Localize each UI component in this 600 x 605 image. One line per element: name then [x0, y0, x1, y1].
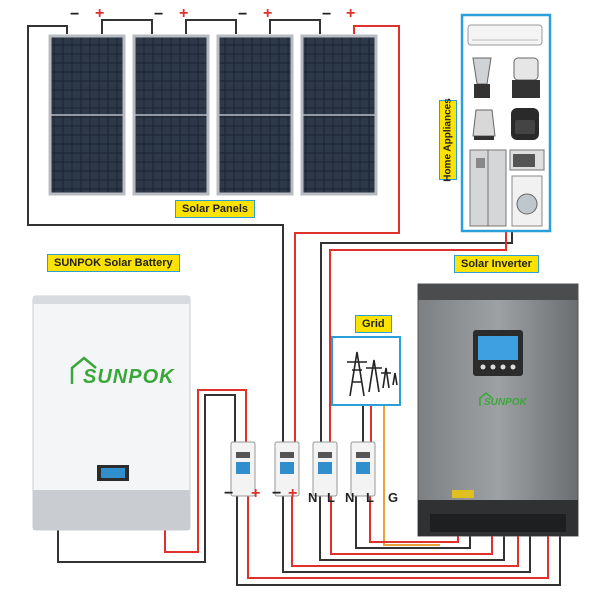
microwave-icon [509, 149, 545, 171]
breaker-pv [274, 441, 300, 497]
air-fryer-icon [511, 108, 539, 140]
breakers [230, 441, 376, 497]
terminal-grid-n: N [345, 490, 355, 505]
grid-box [331, 336, 401, 406]
panel-3-plus: + [263, 5, 273, 22]
terminal-pv-minus: − [272, 485, 282, 502]
terminal-pv-plus: + [288, 485, 298, 502]
panel-2-minus: − [154, 6, 164, 23]
home-appliances-box [460, 13, 552, 233]
power-tower-icon [347, 351, 398, 397]
solar-battery [32, 295, 191, 531]
breaker-load [312, 441, 338, 497]
solar-panel-4 [300, 34, 378, 196]
terminal-load-l: L [327, 490, 335, 505]
terminal-battery-plus: + [251, 485, 261, 502]
air-conditioner-icon [467, 24, 543, 46]
solar-panel-1 [48, 34, 126, 196]
panel-2-plus: + [179, 5, 189, 22]
solar-inverter [417, 283, 579, 537]
panel-4-minus: − [322, 6, 332, 23]
label-solar-inverter: Solar Inverter [454, 255, 539, 273]
breaker-grid [350, 441, 376, 497]
panel-3-minus: − [238, 6, 248, 23]
kettle-icon [472, 109, 496, 140]
label-solar-battery: SUNPOK Solar Battery [47, 254, 180, 272]
terminal-ground-g: G [388, 490, 399, 505]
food-processor-icon [512, 57, 540, 98]
solar-panel-3 [216, 34, 294, 196]
label-home-appliances: Home Appliances [439, 98, 457, 182]
panel-1-minus: − [70, 6, 80, 23]
breaker-battery [230, 441, 256, 497]
battery-brand-logo: SUNPOK [83, 366, 175, 388]
solar-panels [48, 34, 378, 196]
label-solar-panels: Solar Panels [175, 200, 256, 218]
blender-icon [472, 57, 492, 98]
inverter-brand-logo: SUNPOK [484, 397, 527, 408]
terminal-load-n: N [308, 490, 318, 505]
wires [27, 19, 561, 586]
sunpok-house-logo-icon [70, 356, 97, 384]
label-grid: Grid [355, 315, 392, 333]
terminal-grid-l: L [366, 490, 374, 505]
inverter-logo-mark-icon [479, 391, 493, 406]
refrigerator-icon [469, 149, 507, 227]
panel-4-plus: + [346, 5, 356, 22]
panel-1-plus: + [95, 5, 105, 22]
solar-panel-2 [132, 34, 210, 196]
terminal-battery-minus: − [224, 485, 234, 502]
washing-machine-icon [511, 175, 543, 227]
